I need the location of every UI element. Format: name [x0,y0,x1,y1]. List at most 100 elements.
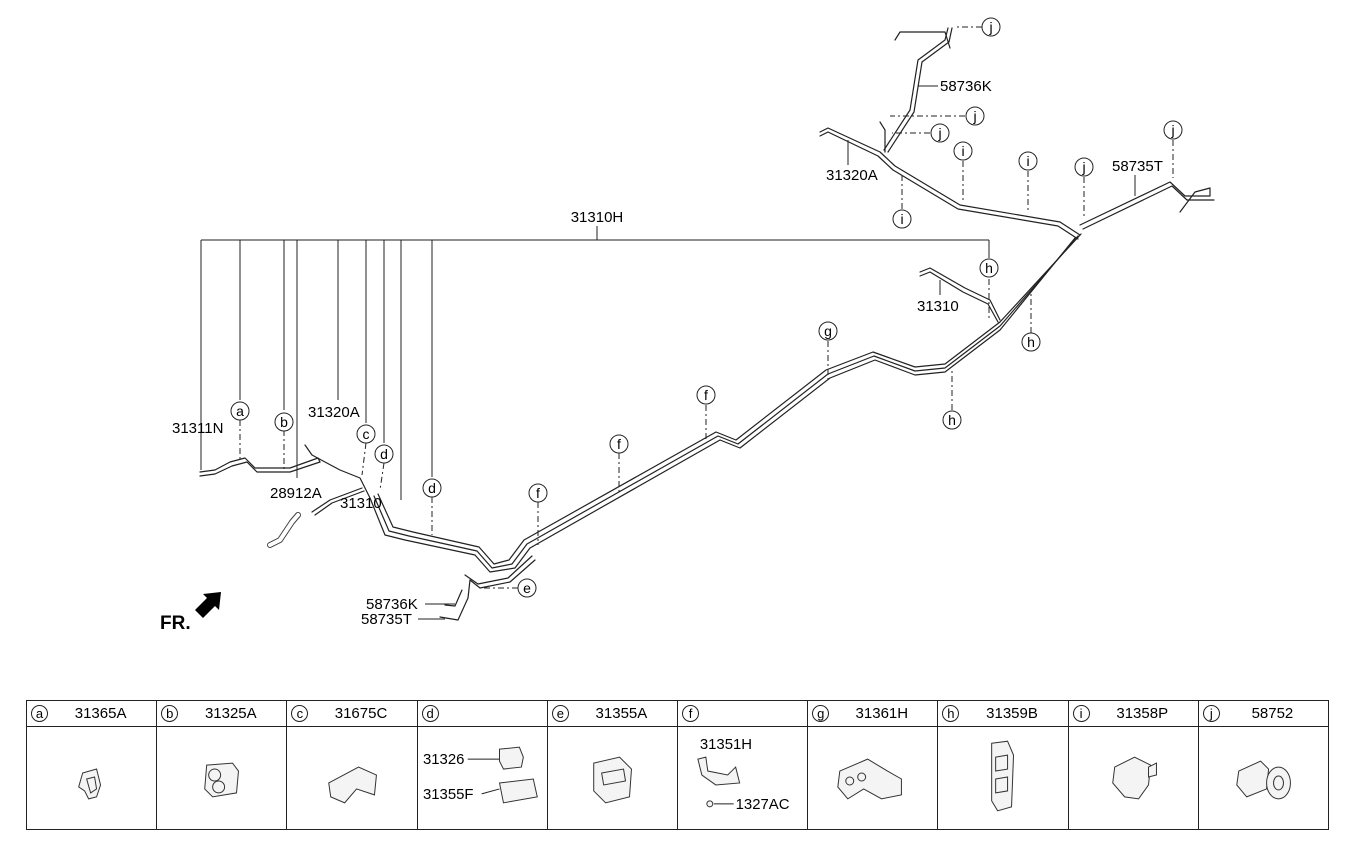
svg-text:j: j [988,19,992,35]
callout-j: j [1074,157,1094,177]
callout-a: a [230,401,250,421]
legend-part-number: 31365A [74,705,127,722]
front-arrow-icon [195,592,221,618]
svg-text:j: j [1170,122,1174,138]
grommet-clip-icon [1236,760,1291,800]
parts-legend-table: a 31365A b 31325A c 31675C [26,700,1329,830]
legend-letter: j [1202,705,1220,722]
legend-letter: e [551,705,569,722]
label-58735T-front: 58735T [361,611,412,628]
callout-f: f [696,385,716,405]
legend-header: a 31365A [27,701,157,727]
svg-text:c: c [363,426,370,442]
legend-letter: c [291,705,309,722]
label-31310-front: 31310 [340,495,382,512]
svg-text:h: h [985,260,993,276]
clamp-assembly-icon: 31326 31355F [423,746,538,804]
callout-b: b [274,412,294,432]
svg-text:h: h [1027,334,1035,350]
label-31310-rear: 31310 [917,298,959,315]
callout-c: c [356,424,376,444]
sub-part-31355F: 31355F [423,787,474,803]
legend-cell-d: d 31326 31355F [417,701,548,829]
label-58736K-front: 58736K [366,596,418,613]
callout-j: j [1163,120,1183,140]
legend-cell-h: h 31359B [938,701,1069,829]
label-31320A-front: 31320A [308,404,360,421]
label-58736K-rear: 58736K [940,78,992,95]
svg-text:i: i [1026,153,1029,169]
legend-part-number: 31361H [855,705,909,722]
protector-cap-icon [328,766,378,804]
main-pipe-bundle [369,233,1082,589]
label-28912A: 28912A [270,485,322,502]
label-leaders [418,85,1136,620]
front-pipes [199,444,471,621]
sub-part-31351H: 31351H [700,737,752,753]
callout-j: j [965,106,985,126]
svg-text:f: f [704,387,708,403]
callout-i: i [892,209,912,229]
svg-text:j: j [972,108,976,124]
svg-text:a: a [236,403,244,419]
legend-cell-j: j 58752 [1198,701,1329,829]
label-58735T-rear: 58735T [1112,158,1163,175]
clip-icon [78,768,102,800]
callout-j: j [930,123,950,143]
callout-leaders [239,26,1174,589]
legend-letter: a [31,705,48,722]
double-clamp-icon [204,762,240,798]
legend-part-number: 31675C [334,705,388,722]
legend-letter: g [812,705,830,722]
legend-part-number: 31359B [986,705,1038,722]
sub-part-1327AC: 1327AC [736,797,790,813]
callout-h: h [979,258,999,278]
callout-f: g [818,321,838,341]
svg-text:e: e [523,580,531,596]
svg-text:d: d [380,446,388,462]
stacked-clip-icon [991,740,1015,812]
svg-text:g: g [824,323,832,339]
quad-clamp-icon [837,758,903,800]
callout-circles: a b c d d e f f f g h h h i i i j j j j … [230,17,1183,598]
legend-letter: i [1072,705,1090,722]
callout-j: j [981,17,1001,37]
legend-letter: f [682,705,700,722]
main-label-bracket [200,226,990,500]
legend-cell-b: b 31325A [157,701,288,829]
bracket-icon: 31351H 1327AC [697,737,790,813]
label-31310H: 31310H [571,209,624,226]
fuel-line-diagram: a b c d d e f f f g h h h i i i j j j j … [160,17,1215,634]
sub-part-31326: 31326 [423,752,464,768]
push-clip-icon [1111,756,1157,800]
front-direction-label: FR. [160,613,191,634]
upper-rear-pipe [819,27,1215,323]
callout-d: d [422,478,442,498]
svg-text:j: j [937,125,941,141]
legend-part-number: 31355A [595,705,648,722]
callout-d: d [374,444,394,464]
label-31311N: 31311N [172,420,223,437]
callout-e: e [517,578,537,598]
svg-text:f: f [617,436,621,452]
legend-part-number: 31358P [1116,705,1169,722]
legend-cell-e: e 31355A [547,701,679,829]
callout-i: i [1018,151,1038,171]
legend-letter: b [161,705,179,722]
callout-f: f [528,483,548,503]
label-31320A-rear: 31320A [826,167,878,184]
callout-h: h [942,410,962,430]
legend-letter: h [942,705,960,722]
svg-text:j: j [1081,159,1085,175]
svg-text:d: d [428,480,436,496]
callout-h: h [1021,332,1041,352]
svg-text:i: i [900,211,903,227]
multi-clip-icon [593,756,632,804]
legend-part-number: 31325A [204,705,257,722]
callout-f: f [609,434,629,454]
legend-cell-i: i 31358P [1068,701,1199,829]
legend-cell-g: g 31361H [808,701,939,829]
legend-part-number: 58752 [1251,705,1294,722]
legend-cell-a: a 31365A [27,701,158,829]
svg-text:f: f [536,485,540,501]
